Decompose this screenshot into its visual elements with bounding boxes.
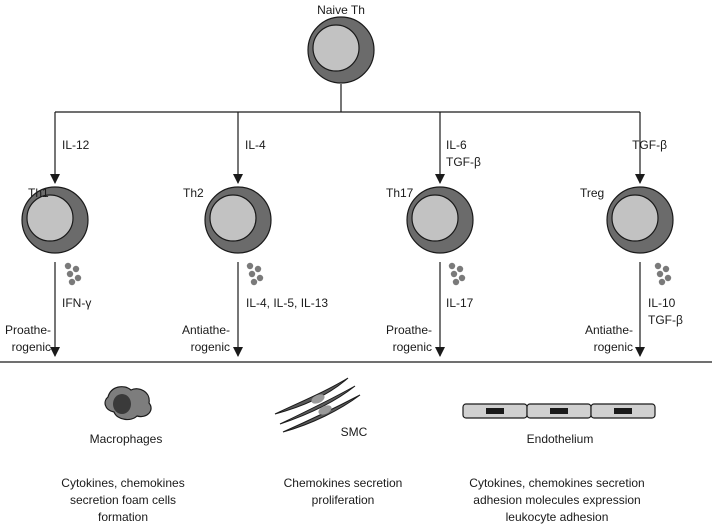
th17-effect-line-1: Proathe-: [385, 323, 432, 337]
th2-inducer-label: IL-4: [245, 138, 266, 152]
endothelium-function-1: Cytokines, chemokines secretion: [469, 476, 645, 490]
treg-effect-line-1: Antiathe-: [584, 323, 633, 337]
th17-granule-1: [448, 262, 456, 270]
smc-function-2: proliferation: [311, 493, 375, 507]
smc-label: SMC: [340, 425, 368, 439]
smc-nucleus-icon-2: [318, 405, 332, 415]
th1-granule-3: [66, 270, 74, 278]
th1-effect-line-2: rogenic: [11, 340, 51, 354]
treg-cell-inner: [611, 194, 659, 242]
endothelium-nucleus-icon-2: [550, 408, 568, 414]
smc-function-1: Chemokines secretion: [283, 476, 403, 490]
th17-cell-inner: [411, 194, 459, 242]
th2-cytokine-label: IL-4, IL-5, IL-13: [246, 296, 329, 310]
th17-effect-line-2: rogenic: [392, 340, 432, 354]
treg-granule-1: [654, 262, 662, 270]
naive-th-label: Naive Th: [317, 3, 365, 17]
th2-label: Th2: [183, 186, 204, 200]
naive-th-cell-inner: [312, 24, 360, 72]
endothelium-nucleus-icon-3: [614, 408, 632, 414]
th1-granule-1: [64, 262, 72, 270]
th17-inducer-label-1: IL-6: [446, 138, 467, 152]
smc-icon-2: [279, 385, 356, 425]
treg-granule-2: [662, 265, 670, 273]
macrophage-nucleus-icon: [113, 394, 131, 414]
macrophage-function-2: secretion foam cells: [69, 493, 177, 507]
th1-label: Th1: [28, 186, 49, 200]
th17-inducer-label-2: TGF-β: [446, 155, 481, 169]
endothelium-nucleus-icon-1: [486, 408, 504, 414]
th2-granule-5: [250, 278, 258, 286]
th17-granule-3: [450, 270, 458, 278]
treg-effect-line-2: rogenic: [593, 340, 633, 354]
th17-label: Th17: [386, 186, 414, 200]
th2-granule-1: [246, 262, 254, 270]
th2-effect-line-2: rogenic: [190, 340, 230, 354]
th1-cytokine-label: IFN-γ: [62, 296, 92, 310]
th2-granule-4: [256, 274, 264, 282]
th1-inducer-label: IL-12: [62, 138, 90, 152]
treg-granule-5: [658, 278, 666, 286]
smc-nucleus-icon-1: [311, 394, 325, 404]
th2-granule-2: [254, 265, 262, 273]
th2-granule-3: [248, 270, 256, 278]
th1-cell-inner: [26, 194, 74, 242]
endothelium-label: Endothelium: [526, 432, 594, 446]
th2-cell-inner: [209, 194, 257, 242]
th17-granule-5: [452, 278, 460, 286]
macrophages-label: Macrophages: [89, 432, 163, 446]
treg-cytokine-label-2: TGF-β: [648, 313, 683, 327]
treg-inducer-label: TGF-β: [632, 138, 667, 152]
smc-icon-3: [282, 394, 361, 433]
treg-granule-4: [664, 274, 672, 282]
th17-granule-2: [456, 265, 464, 273]
th17-cytokine-label: IL-17: [446, 296, 474, 310]
th2-effect-line-1: Antiathe-: [181, 323, 230, 337]
th17-granule-4: [458, 274, 466, 282]
treg-granule-3: [656, 270, 664, 278]
treg-label: Treg: [580, 186, 605, 200]
th1-granule-5: [68, 278, 76, 286]
th1-granule-2: [72, 265, 80, 273]
treg-cytokine-label-1: IL-10: [648, 296, 676, 310]
smc-icon-1: [274, 377, 349, 415]
macrophage-function-1: Cytokines, chemokines: [61, 476, 185, 490]
th1-effect-line-1: Proathe-: [4, 323, 51, 337]
endothelium-function-2: adhesion molecules expression: [473, 493, 641, 507]
macrophage-function-3: formation: [97, 510, 149, 524]
endothelium-function-3: leukocyte adhesion: [505, 510, 609, 524]
th1-granule-4: [74, 274, 82, 282]
